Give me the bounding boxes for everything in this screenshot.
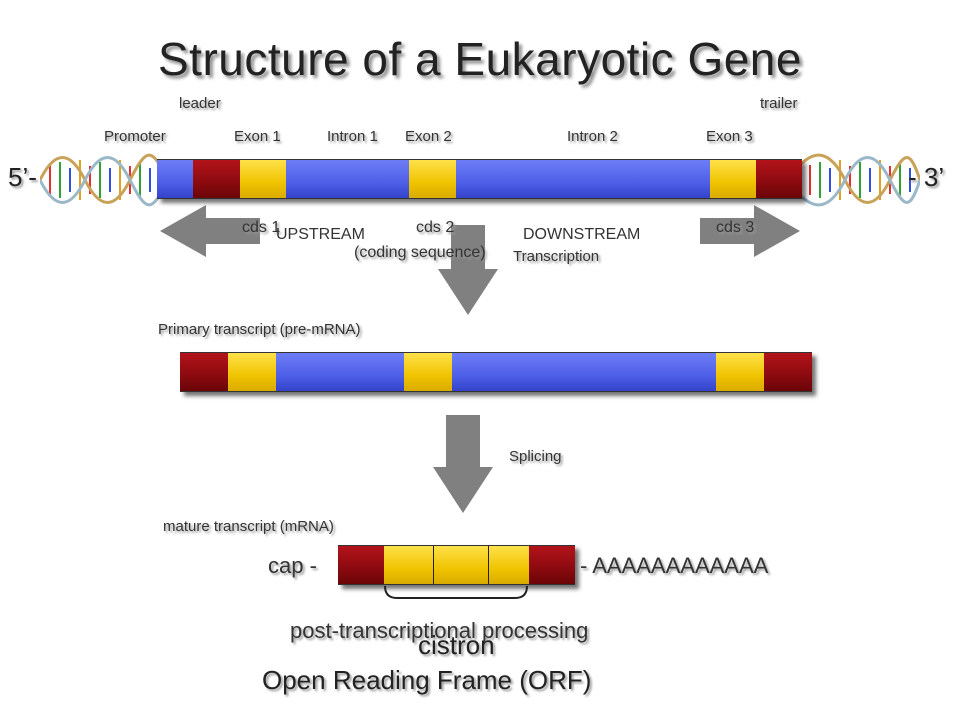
cistron-bracket (384, 585, 528, 599)
pre-mrna-exon3-segment (716, 353, 764, 391)
dna-helix-left-icon (40, 153, 160, 207)
coding-sequence-label: (coding sequence) (354, 244, 486, 261)
gene-bar (157, 159, 802, 199)
pre-mrna-exon1-segment (228, 353, 276, 391)
pre-mrna-intron2-segment (452, 353, 716, 391)
promoter-label: Promoter (104, 128, 166, 145)
page-title: Structure of a Eukaryotic Gene (158, 33, 802, 85)
transcription-label: Transcription (513, 248, 600, 265)
intron2-segment (456, 160, 710, 198)
mrna-exon2-segment (434, 546, 489, 584)
primary-transcript-label: Primary transcript (pre-mRNA) (158, 321, 361, 338)
exon3-label: Exon 3 (706, 128, 753, 145)
intron2-label: Intron 2 (567, 128, 618, 145)
intron1-segment (286, 160, 409, 198)
leader-segment (193, 160, 240, 198)
upstream-arrow-icon (160, 205, 260, 257)
leader-label: leader (179, 95, 221, 112)
exon2-label: Exon 2 (405, 128, 452, 145)
poly-a-tail-label: - AAAAAAAAAAAA (580, 553, 769, 578)
cistron-label: cistron (418, 630, 495, 660)
cds1-label: cds 1 (242, 219, 281, 236)
orf-label: Open Reading Frame (ORF) (262, 665, 592, 695)
trailer-label: trailer (760, 95, 798, 112)
mrna-exon1-segment (384, 546, 434, 584)
exon2-segment (409, 160, 456, 198)
mature-transcript-label: mature transcript (mRNA) (163, 518, 334, 535)
mrna-exon3-segment (489, 546, 529, 584)
splicing-arrow-icon (433, 415, 493, 513)
pre-mrna-exon2-segment (404, 353, 452, 391)
mrna-leader-segment (338, 546, 384, 584)
three-prime-label: - 3’ (908, 162, 945, 192)
dna-helix-right-icon (800, 153, 920, 207)
pre-mrna-intron1-segment (276, 353, 404, 391)
trailer-segment (756, 160, 802, 198)
splicing-label: Splicing (509, 448, 562, 465)
five-prime-label: 5’- (8, 162, 37, 192)
exon1-label: Exon 1 (234, 128, 281, 145)
pre-mrna-leader-segment (180, 353, 228, 391)
post-transcriptional-processing-label: post-transcriptional processing (290, 618, 589, 643)
downstream-arrow-icon (700, 205, 800, 257)
cap-label: cap - (268, 553, 317, 578)
cds3-label: cds 3 (716, 219, 755, 236)
transcription-arrow-icon (438, 225, 498, 315)
pre-mrna-bar (180, 352, 812, 392)
mrna-bar (338, 545, 575, 585)
cds2-label: cds 2 (416, 219, 455, 236)
upstream-label: UPSTREAM (276, 226, 365, 243)
exon3-segment (710, 160, 756, 198)
promoter-segment (157, 160, 193, 198)
mrna-trailer-segment (529, 546, 575, 584)
intron1-label: Intron 1 (327, 128, 378, 145)
pre-mrna-trailer-segment (764, 353, 812, 391)
downstream-label: DOWNSTREAM (523, 226, 641, 243)
exon1-segment (240, 160, 286, 198)
